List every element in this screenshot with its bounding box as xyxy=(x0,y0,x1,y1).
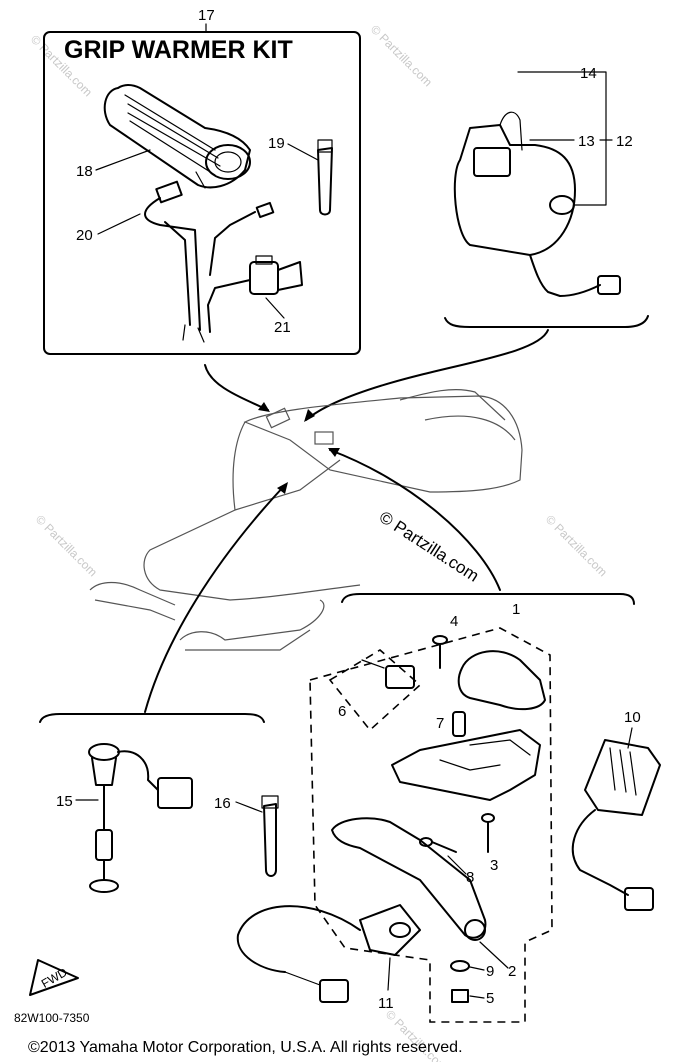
copyright-text: ©2013 Yamaha Motor Corporation, U.S.A. A… xyxy=(28,1039,463,1056)
spacer-7 xyxy=(452,711,466,737)
label-13: 13 xyxy=(578,133,595,150)
label-20: 20 xyxy=(76,227,93,244)
label-2: 2 xyxy=(508,963,516,980)
grip-warmer-kit-box xyxy=(43,31,361,355)
label-1: 1 xyxy=(512,601,520,618)
screw-8 xyxy=(419,837,457,853)
handlebar-switch-12 xyxy=(453,111,621,297)
bolt-3 xyxy=(481,813,495,853)
cable-band-19 xyxy=(317,139,333,216)
drawing-code: 82W100-7350 xyxy=(14,1011,90,1025)
grip-warmer-part xyxy=(103,84,251,189)
label-6: 6 xyxy=(338,703,346,720)
label-8: 8 xyxy=(466,869,474,886)
label-11: 11 xyxy=(378,995,394,1012)
watermark-large: © Partzilla.com xyxy=(376,507,482,585)
nut-5 xyxy=(451,989,469,1003)
watermark: © Partzilla.com xyxy=(33,512,100,579)
cable-band-16 xyxy=(261,795,279,877)
throttle-housing xyxy=(391,729,541,801)
screw-4 xyxy=(432,635,448,669)
label-4: 4 xyxy=(450,613,458,630)
watermark: © Partzilla.com xyxy=(368,22,435,89)
label-12: 12 xyxy=(616,133,633,150)
label-3: 3 xyxy=(490,857,498,874)
control-module-10 xyxy=(571,739,661,911)
wire-harness-20 xyxy=(144,180,275,343)
label-10: 10 xyxy=(624,709,641,726)
label-9: 9 xyxy=(486,963,494,980)
throttle-cover xyxy=(457,650,546,711)
label-15: 15 xyxy=(56,793,73,810)
snowmobile-outline xyxy=(89,389,523,651)
label-16: 16 xyxy=(214,795,231,812)
throttle-lever-2 xyxy=(331,817,487,939)
forward-direction-arrow: FWD xyxy=(29,959,79,996)
kit-title: GRIP WARMER KIT xyxy=(64,36,293,64)
label-21: 21 xyxy=(274,319,291,336)
throttle-sensor-11 xyxy=(236,904,421,1003)
washer-9 xyxy=(450,960,470,972)
bracket-6 xyxy=(328,649,422,732)
heater-sender-15 xyxy=(88,743,193,893)
watermark: © Partzilla.com xyxy=(543,512,610,579)
label-14: 14 xyxy=(580,65,597,82)
label-5: 5 xyxy=(486,990,494,1007)
label-18: 18 xyxy=(76,163,93,180)
label-7: 7 xyxy=(436,715,444,732)
label-17: 17 xyxy=(198,7,215,24)
label-19: 19 xyxy=(268,135,285,152)
switch-21 xyxy=(207,255,303,333)
